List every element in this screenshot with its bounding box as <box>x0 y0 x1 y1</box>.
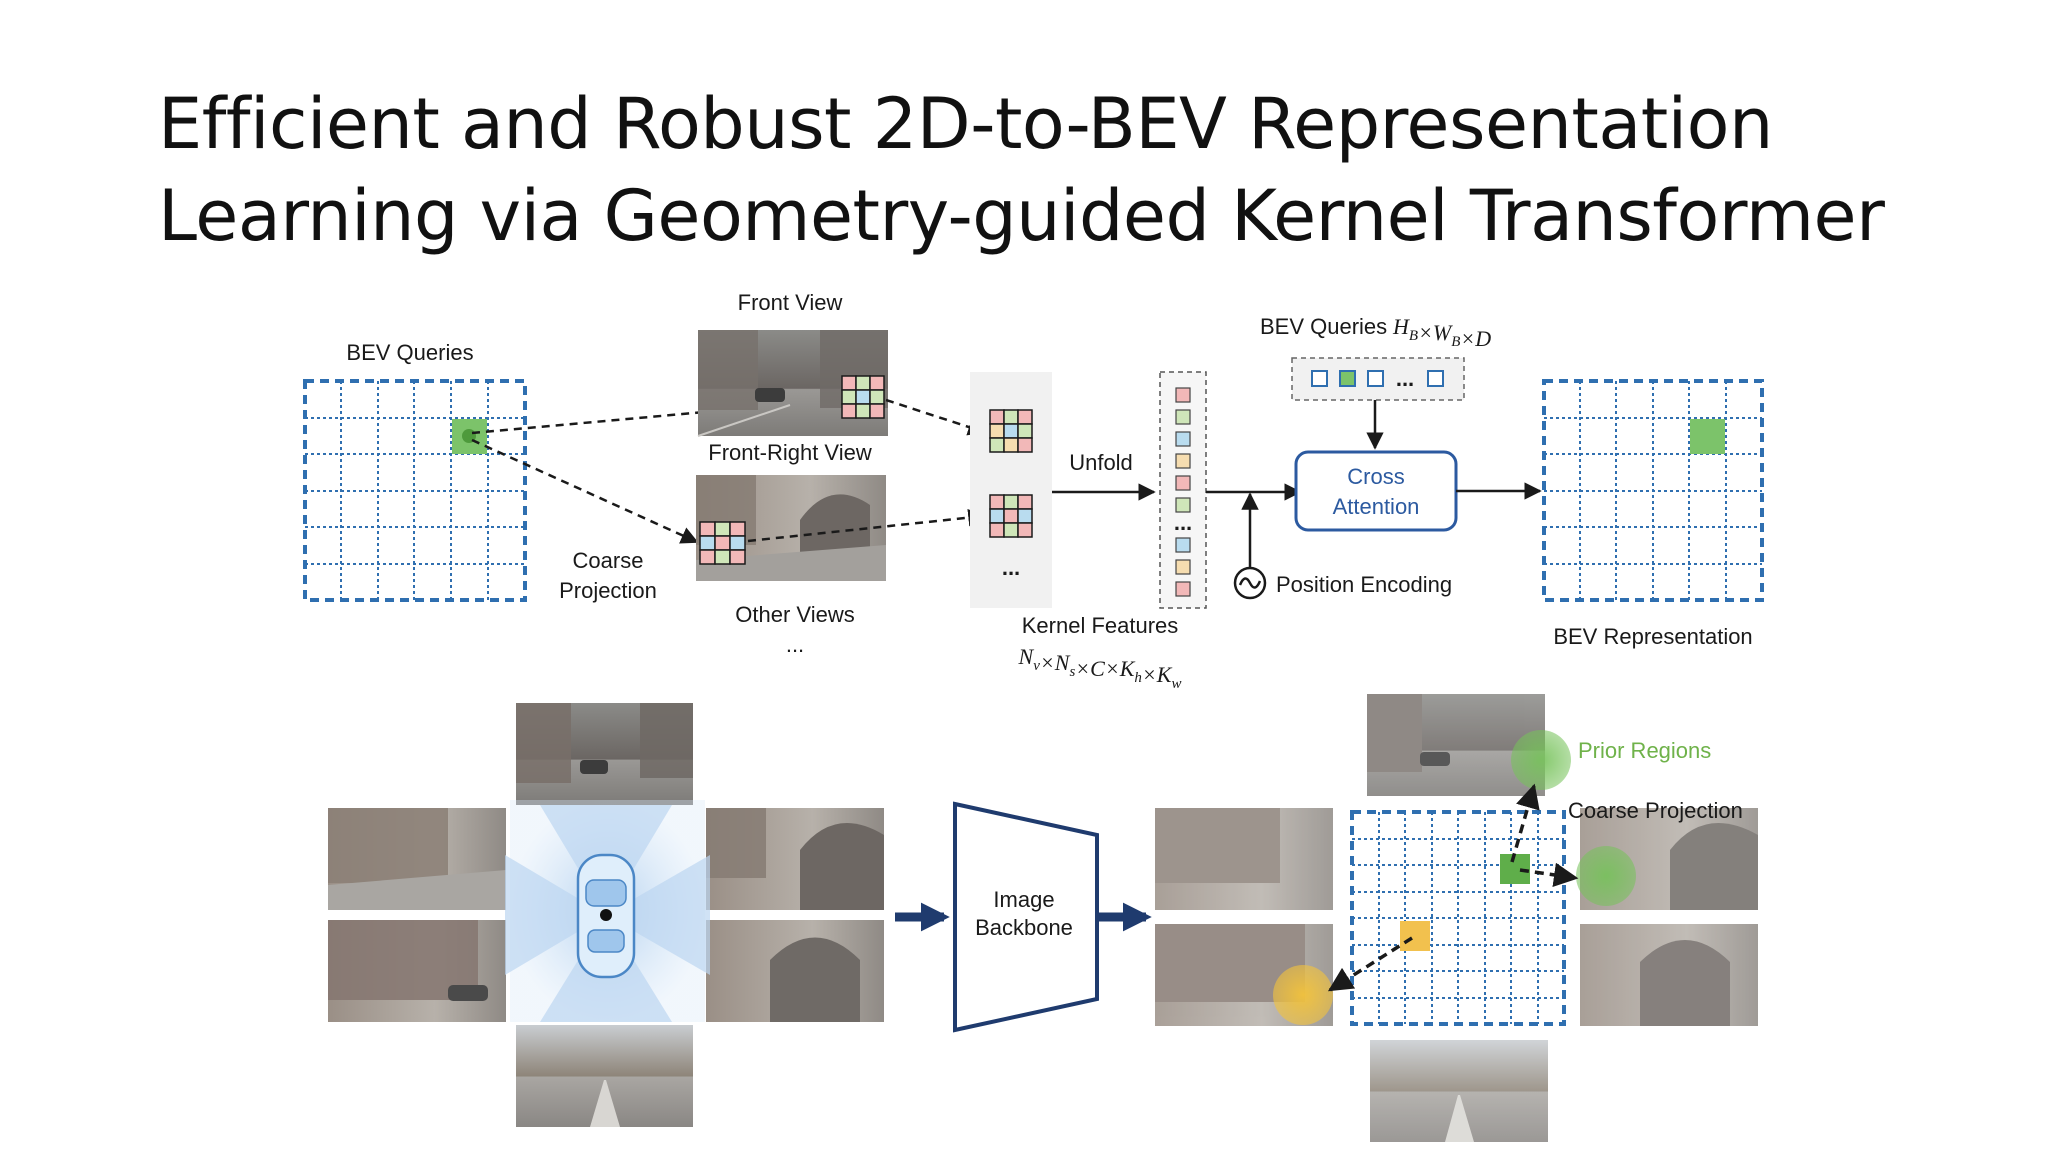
bev-queries-dims: HB×WB×D <box>1392 314 1491 351</box>
prior-region-back-left <box>1273 965 1333 1025</box>
front-right-view-kernel <box>699 521 746 565</box>
bev-representation-cell <box>1690 419 1725 454</box>
unfold-label: Unfold <box>1069 450 1133 475</box>
bev-representation-label: BEV Representation <box>1553 624 1752 649</box>
slide-title-line-2: Learning via Geometry-guided Kernel Tran… <box>158 175 1885 257</box>
front-right-view-label: Front-Right View <box>708 440 872 465</box>
sample-arrow-front <box>885 398 986 436</box>
kernel-sample-arrows <box>747 398 986 543</box>
front-view-label: Front View <box>738 290 843 315</box>
surround-camera-rig <box>328 703 884 1127</box>
coarse-projection-line-2: Projection <box>559 578 657 603</box>
slide-title-line-1: Efficient and Robust 2D-to-BEV Represent… <box>158 83 1773 165</box>
bottom-arrow-back-left <box>1327 936 1413 992</box>
kernel-stack-top <box>989 409 1033 453</box>
bev-queries-border <box>303 379 527 602</box>
bev-cell-green <box>1500 854 1530 884</box>
image-backbone-line-2: Backbone <box>975 915 1073 940</box>
front-view-kernel <box>841 375 885 419</box>
image-backbone-block: Image Backbone <box>953 801 1099 1033</box>
prior-region-front <box>1511 730 1571 790</box>
cross-attention-line-1: Cross <box>1347 464 1404 489</box>
image-backbone-line-1: Image <box>993 887 1054 912</box>
position-encoding-icon <box>1233 566 1267 600</box>
prior-region-front-right <box>1576 846 1636 906</box>
query-tokens: ... <box>1291 357 1465 401</box>
ego-car-icon <box>576 853 636 979</box>
kernel-stack: ... <box>970 372 1052 608</box>
query-token-ellipsis: ... <box>1396 366 1414 391</box>
other-views-label: Other Views <box>735 602 854 627</box>
bev-cell-yellow <box>1400 921 1430 951</box>
kernel-features-label: Kernel Features <box>1022 613 1179 638</box>
bottom-arrow-front-right <box>1519 862 1579 888</box>
image-backbone-trapezoid <box>953 801 1099 1033</box>
bev-queries-grid: BEV Queries <box>303 340 527 602</box>
bev-queries-dim-label: BEV Queries <box>1260 314 1387 339</box>
kernel-features-dims: Nv×Ns×C×Kh×Kw <box>1018 644 1182 692</box>
bottom-bev-border <box>1350 810 1566 1026</box>
kernel-stack-ellipsis: ... <box>1002 555 1020 580</box>
cross-attention-line-2: Attention <box>1333 494 1420 519</box>
coarse-projection-line-1: Coarse <box>573 548 644 573</box>
coarse-projection-bottom-label: Coarse Projection <box>1568 798 1743 823</box>
kernel-stack-bottom <box>989 494 1033 538</box>
kernel-features-column: ... <box>1159 371 1207 609</box>
bottom-arrow-front <box>1510 783 1540 863</box>
bev-queries-label: BEV Queries <box>346 340 473 365</box>
bottom-projection-arrows <box>1327 783 1579 992</box>
kernel-column-ellipsis: ... <box>1174 510 1192 535</box>
other-views-ellipsis: ... <box>786 632 804 657</box>
cross-attention-block: Cross Attention <box>1294 450 1458 532</box>
slide-title: Efficient and Robust 2D-to-BEV Represent… <box>158 78 2018 262</box>
coarse-projection-arrows <box>471 392 840 544</box>
prior-regions-label: Prior Regions <box>1578 738 1711 763</box>
feature-images <box>1155 694 1758 1142</box>
projection-arrow-front <box>471 392 840 435</box>
bev-representation-border <box>1542 379 1764 602</box>
position-encoding-label: Position Encoding <box>1276 572 1452 597</box>
sample-arrow-front-right <box>747 508 986 543</box>
bev-representation-grid <box>1542 379 1764 602</box>
bottom-bev-grid <box>1350 810 1566 1026</box>
